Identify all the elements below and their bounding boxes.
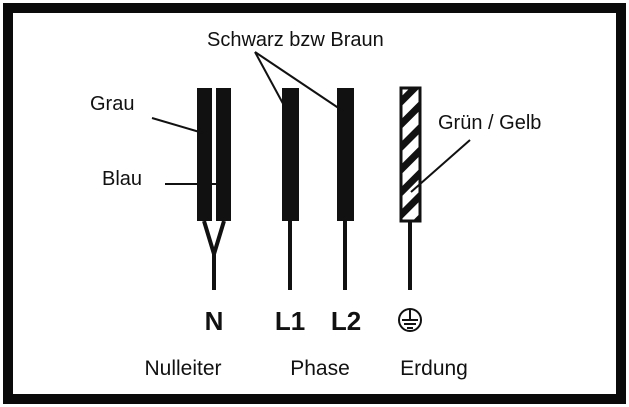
terminal-l2: L2	[331, 306, 361, 336]
label-blue: Blau	[102, 168, 142, 190]
terminal-l1: L1	[275, 306, 305, 336]
label-green-yellow: Grün / Gelb	[438, 112, 541, 134]
neutral-wire-merge	[202, 220, 226, 255]
l2-wire-insulation	[337, 88, 354, 221]
group-neutral: Nulleiter	[144, 357, 221, 380]
label-black-or-brown: Schwarz bzw Braun	[207, 29, 384, 51]
leader-black-l1	[254, 51, 288, 112]
l1-wire	[282, 88, 299, 290]
blue-wire	[216, 88, 231, 221]
leader-black-l2	[254, 51, 344, 112]
group-earth: Erdung	[400, 357, 468, 380]
leader-green-yellow	[410, 139, 471, 193]
grey-wire	[197, 88, 212, 221]
group-phase: Phase	[290, 357, 350, 380]
l2-wire	[337, 88, 354, 290]
label-grey: Grau	[90, 93, 134, 115]
leader-grey	[151, 117, 204, 134]
earth-ground-icon	[398, 308, 422, 332]
l1-wire-insulation	[282, 88, 299, 221]
terminal-n: N	[205, 306, 224, 336]
diagram-frame	[3, 3, 626, 404]
neutral-wire-pair	[197, 88, 231, 290]
earth-wire-insulation	[399, 86, 422, 223]
